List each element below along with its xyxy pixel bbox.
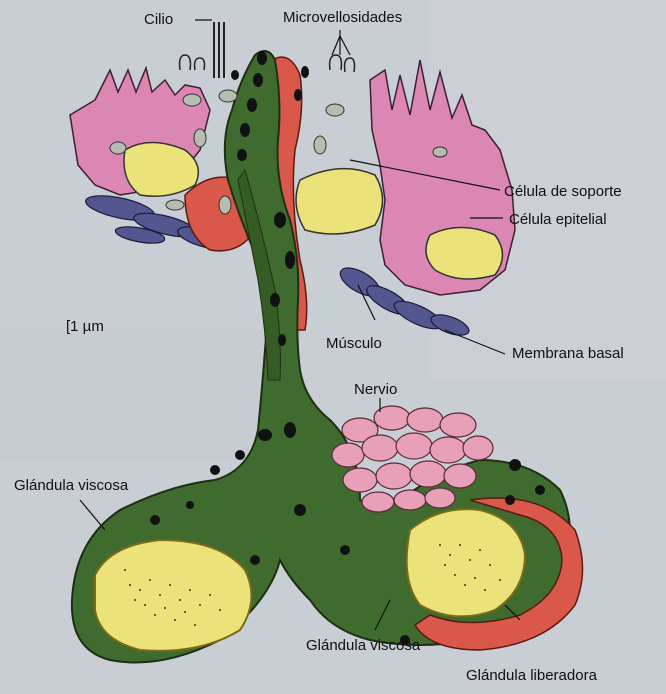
label-celula-epitelial: Célula epitelial xyxy=(509,211,607,228)
nucleus-left xyxy=(95,540,251,651)
label-musculo: Músculo xyxy=(326,335,382,352)
nucleus-right xyxy=(407,509,525,616)
label-celula-soporte: Célula de soporte xyxy=(504,183,622,200)
label-membrana-basal: Membrana basal xyxy=(512,345,624,362)
label-nervio: Nervio xyxy=(354,381,397,398)
label-glandula-viscosa-left: Glándula viscosa xyxy=(14,477,129,494)
label-glandula-liberadora: Glándula liberadora xyxy=(466,667,598,684)
label-cilio: Cilio xyxy=(144,11,173,28)
label-glandula-viscosa-bottom: Glándula viscosa xyxy=(306,637,421,654)
label-microvellosidades: Microvellosidades xyxy=(283,9,402,26)
label-escala: [1 µm xyxy=(66,318,104,335)
